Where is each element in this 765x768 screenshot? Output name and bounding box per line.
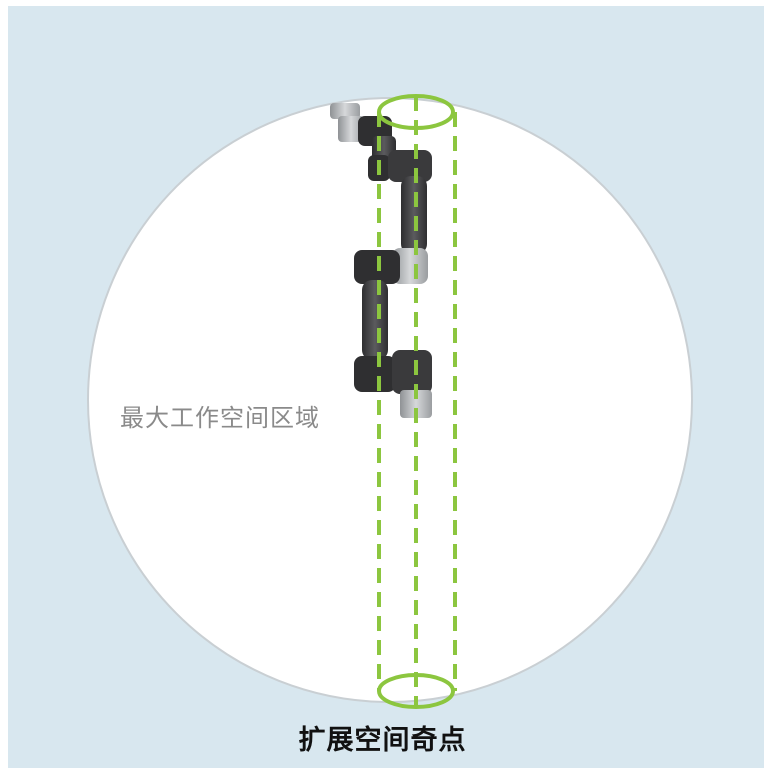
robot-arm-icon [330, 103, 432, 418]
singularity-cylinder [377, 94, 457, 709]
extended-singularity-label: 扩展空间奇点 [298, 725, 467, 756]
max-workspace-label: 最大工作空间区域 [120, 404, 320, 432]
